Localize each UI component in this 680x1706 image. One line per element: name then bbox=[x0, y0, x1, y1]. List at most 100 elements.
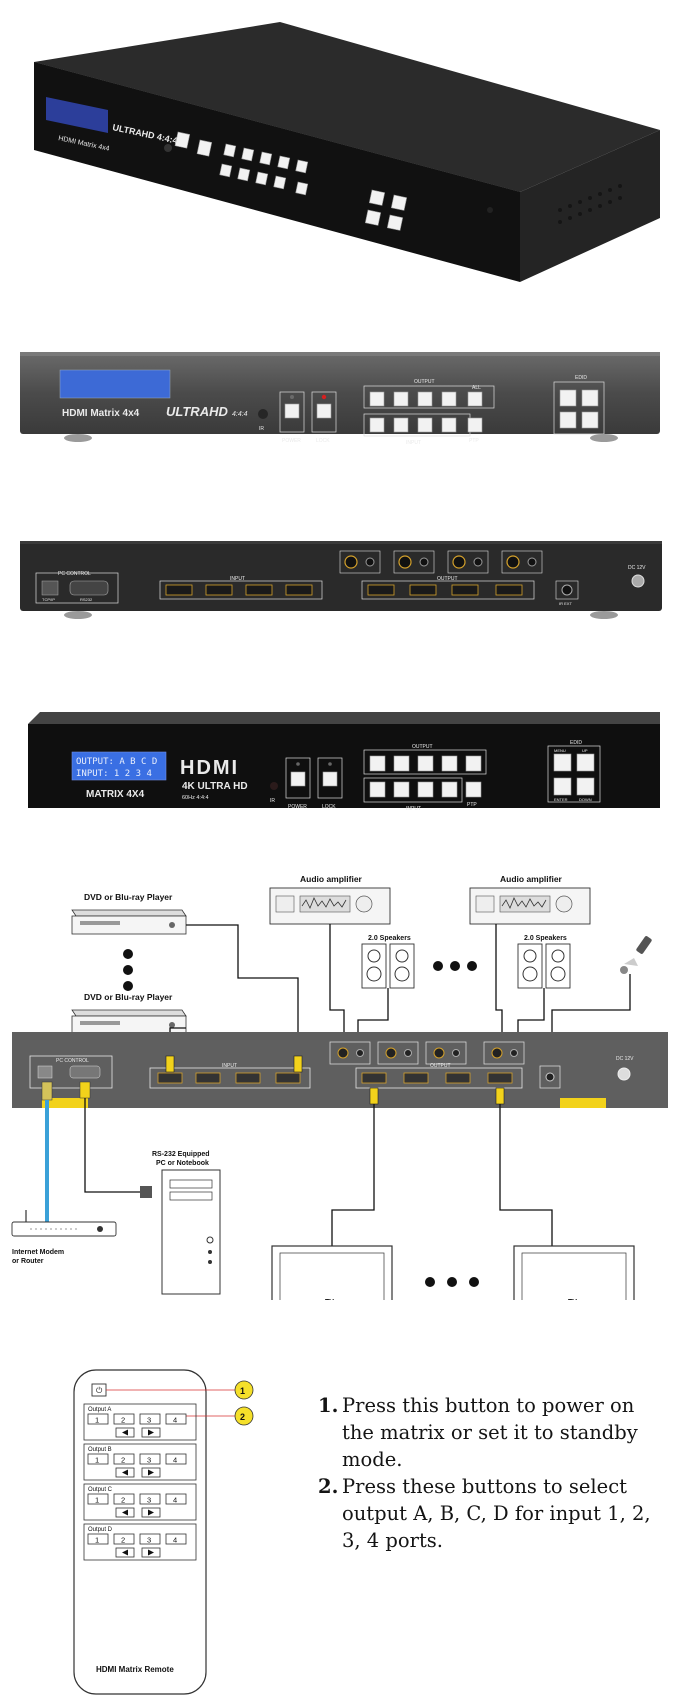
remote-input-button[interactable] bbox=[87, 1493, 109, 1505]
output-label: OUTPUT bbox=[430, 1063, 451, 1069]
output-button-d[interactable] bbox=[441, 391, 457, 407]
remote-input-button[interactable] bbox=[87, 1413, 109, 1425]
power-led bbox=[296, 762, 300, 766]
output-button-b[interactable] bbox=[393, 391, 409, 407]
output-button-d[interactable] bbox=[441, 755, 458, 772]
output-button-b[interactable] bbox=[393, 755, 410, 772]
enter-button[interactable] bbox=[553, 777, 572, 796]
menu-button[interactable] bbox=[553, 753, 572, 772]
audio-b-coax bbox=[398, 555, 412, 569]
hdmi-output-d bbox=[495, 584, 523, 596]
hdmi-output-a bbox=[367, 584, 395, 596]
lock-button[interactable] bbox=[196, 139, 213, 157]
down-button[interactable] bbox=[581, 411, 599, 429]
remote-input-button[interactable] bbox=[87, 1533, 109, 1545]
yellow-foot-left bbox=[42, 1098, 88, 1108]
ptp-button[interactable] bbox=[465, 781, 482, 798]
output-buttons bbox=[369, 391, 483, 407]
remote-input-button-label: 1 bbox=[95, 1496, 99, 1505]
audio-outputs bbox=[339, 550, 543, 574]
ptp-button[interactable] bbox=[467, 417, 483, 433]
up-button[interactable] bbox=[390, 194, 408, 211]
power-button[interactable] bbox=[284, 403, 300, 419]
input-button-2[interactable] bbox=[237, 167, 251, 182]
ptp-button[interactable] bbox=[295, 181, 309, 196]
output-button-d[interactable] bbox=[277, 155, 291, 170]
output-label: OUTPUT bbox=[414, 379, 435, 385]
input-button-1[interactable] bbox=[369, 417, 385, 433]
left-arrow-icon bbox=[122, 1509, 128, 1516]
remote-input-button[interactable] bbox=[139, 1413, 161, 1425]
output-button-all[interactable] bbox=[465, 755, 482, 772]
output-button-c[interactable] bbox=[417, 391, 433, 407]
remote-input-button[interactable] bbox=[139, 1533, 161, 1545]
lock-button[interactable] bbox=[322, 771, 338, 787]
enter-button[interactable] bbox=[364, 209, 382, 226]
output-button-a[interactable] bbox=[369, 391, 385, 407]
output-button-a[interactable] bbox=[369, 755, 386, 772]
remote-group-label: Output C bbox=[88, 1487, 113, 1493]
input-button-1[interactable] bbox=[219, 163, 233, 178]
enter-button[interactable] bbox=[559, 411, 577, 429]
tv-left bbox=[271, 1245, 393, 1300]
input-button-4[interactable] bbox=[441, 417, 457, 433]
input-button-4[interactable] bbox=[441, 781, 458, 798]
input-button-2[interactable] bbox=[393, 781, 410, 798]
power-label: POWER bbox=[282, 438, 301, 444]
output-button-all[interactable] bbox=[295, 159, 309, 174]
input-button-3[interactable] bbox=[417, 417, 433, 433]
down-button[interactable] bbox=[576, 777, 595, 796]
output-button-c[interactable] bbox=[417, 755, 434, 772]
remote-input-button-label: 4 bbox=[173, 1456, 177, 1465]
hdmi-input-3 bbox=[245, 584, 273, 596]
remote-group-label: Output A bbox=[88, 1407, 111, 1413]
remote-input-button-label: 2 bbox=[121, 1456, 125, 1465]
lcd-display bbox=[71, 751, 167, 781]
remote-input-button-label: 1 bbox=[95, 1456, 99, 1465]
remote-input-button[interactable] bbox=[165, 1413, 187, 1425]
input-button-1[interactable] bbox=[369, 781, 386, 798]
input-buttons bbox=[219, 163, 309, 196]
remote-input-button[interactable] bbox=[165, 1533, 187, 1545]
edid-label: EDID bbox=[575, 375, 587, 381]
menu-button[interactable] bbox=[559, 389, 577, 407]
remote-input-button[interactable] bbox=[113, 1453, 135, 1465]
input-button-4[interactable] bbox=[273, 175, 287, 190]
input-button-2[interactable] bbox=[393, 417, 409, 433]
ir-sensor bbox=[164, 144, 172, 152]
instruction-number: 1. bbox=[318, 1394, 339, 1417]
remote-output-group bbox=[83, 1523, 197, 1561]
input-button-3[interactable] bbox=[417, 781, 434, 798]
output-button-all[interactable] bbox=[467, 391, 483, 407]
up-button[interactable] bbox=[576, 753, 595, 772]
remote-input-button[interactable] bbox=[113, 1533, 135, 1545]
dvd-label-1: DVD or Blu-ray Player bbox=[84, 892, 173, 902]
remote-input-button[interactable] bbox=[165, 1453, 187, 1465]
remote-input-button[interactable] bbox=[139, 1493, 161, 1505]
lock-label: LOCK bbox=[322, 804, 336, 810]
remote-input-button-label: 3 bbox=[147, 1416, 151, 1425]
remote-input-button[interactable] bbox=[113, 1493, 135, 1505]
lock-button[interactable] bbox=[316, 403, 332, 419]
remote-input-button[interactable] bbox=[165, 1493, 187, 1505]
menu-button[interactable] bbox=[368, 189, 386, 206]
remote-input-button[interactable] bbox=[113, 1413, 135, 1425]
output-button-a[interactable] bbox=[223, 143, 237, 158]
remote-group-label: Output D bbox=[88, 1527, 113, 1533]
edid-buttons bbox=[553, 753, 595, 796]
output-button-c[interactable] bbox=[259, 151, 273, 166]
dc-label: DC 12V bbox=[616, 1056, 634, 1062]
hdmi-output-ports bbox=[367, 584, 523, 596]
remote-input-button[interactable] bbox=[87, 1453, 109, 1465]
down-button[interactable] bbox=[386, 214, 404, 231]
power-button[interactable] bbox=[290, 771, 306, 787]
up-button[interactable] bbox=[581, 389, 599, 407]
dvd-player-1 bbox=[71, 909, 187, 935]
input-button-3[interactable] bbox=[255, 171, 269, 186]
output-group bbox=[363, 749, 487, 775]
power-button[interactable] bbox=[174, 131, 191, 149]
remote-input-button[interactable] bbox=[139, 1453, 161, 1465]
output-button-b[interactable] bbox=[241, 147, 255, 162]
